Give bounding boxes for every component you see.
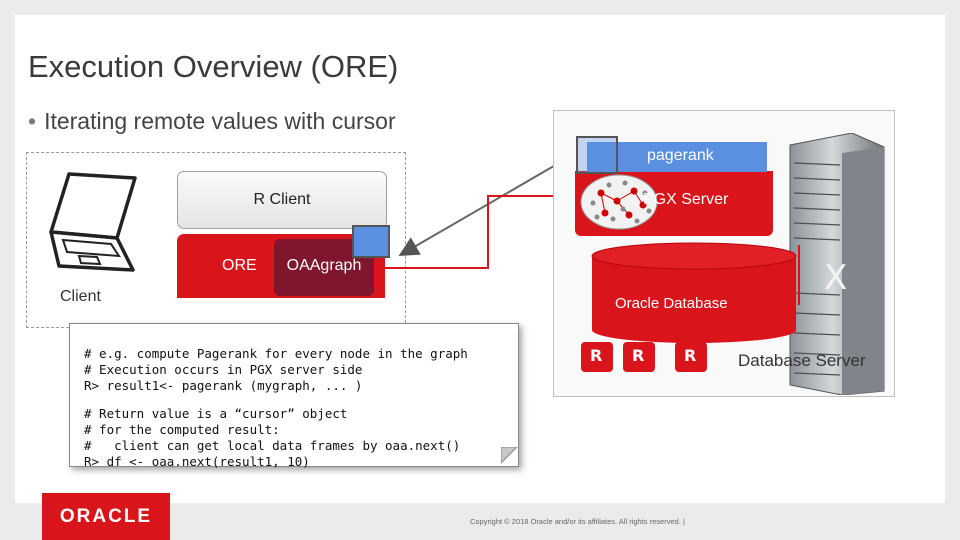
- oracle-database-label: Oracle Database: [615, 295, 728, 312]
- ore-label: ORE: [222, 257, 257, 274]
- local-cursor-square: [352, 225, 390, 258]
- pagerank-label: pagerank: [647, 147, 714, 164]
- bullet-dot-icon: •: [28, 108, 37, 134]
- page-fold-icon: [501, 447, 518, 464]
- pgx-server-box: PGX Server: [575, 171, 773, 236]
- code-block-cursor: # Return value is a “cursor” object # fo…: [84, 406, 461, 469]
- svg-text:R: R: [684, 346, 696, 365]
- graph-network-icon: [580, 174, 658, 230]
- oracle-logo-text: ORACLE: [59, 506, 153, 527]
- oracle-logo: ORACLE: [42, 493, 170, 540]
- r-client-box: R Client: [177, 171, 387, 229]
- code-callout: # e.g. compute Pagerank for every node i…: [69, 323, 519, 469]
- cursor-arrow: [398, 151, 579, 257]
- oracle-r-logos: R R R: [581, 342, 707, 372]
- laptop-icon: [49, 172, 137, 272]
- svg-text:R: R: [590, 346, 602, 365]
- database-cylinder: [591, 242, 797, 343]
- database-server-label: Database Server: [738, 351, 866, 370]
- svg-text:X: X: [824, 258, 847, 298]
- remote-cursor-square: [576, 136, 618, 174]
- r-oracle-logo-icon: R: [581, 342, 613, 372]
- r-oracle-logo-icon: R: [675, 342, 707, 372]
- svg-text:R: R: [632, 346, 644, 365]
- r-oracle-logo-icon: R: [623, 342, 655, 372]
- slide-title: Execution Overview (ORE): [28, 49, 399, 84]
- ore-to-pgx-line: [384, 195, 590, 269]
- exadata-server-icon: X: [789, 133, 885, 395]
- bullet-text: Iterating remote values with cursor: [44, 108, 396, 134]
- client-label: Client: [60, 288, 101, 305]
- oaagraph-label: OAAgraph: [286, 257, 362, 274]
- copyright-text: Copyright © 2018 Oracle and/or its affil…: [470, 517, 685, 526]
- bullet-item: • Iterating remote values with cursor: [28, 108, 396, 135]
- r-client-label: R Client: [253, 191, 311, 208]
- code-block-pagerank: # e.g. compute Pagerank for every node i…: [84, 346, 468, 393]
- pgx-server-label: PGX Server: [643, 191, 729, 208]
